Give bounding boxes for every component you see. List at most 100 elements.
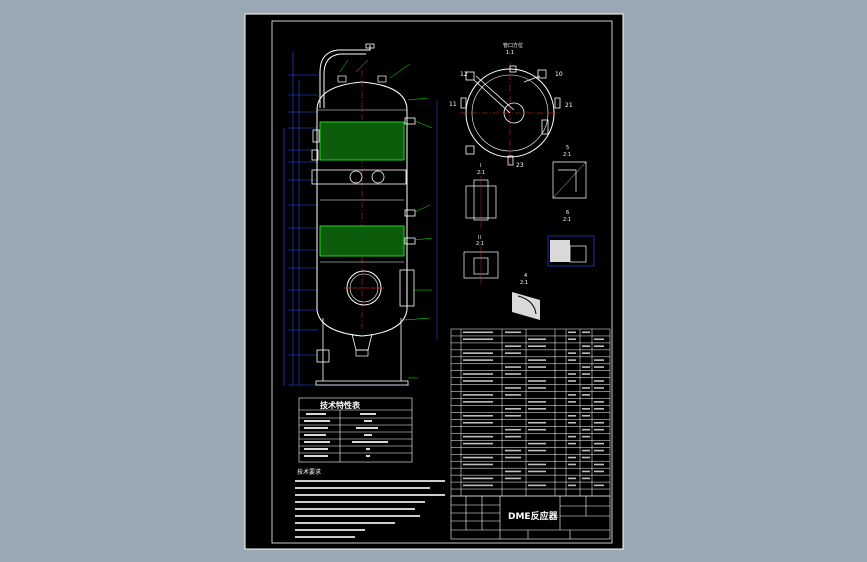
parts-list-cell-text [463, 435, 493, 438]
drawing-frame [271, 20, 613, 544]
parts-list-cell-text [568, 401, 576, 403]
parts-list-cell-text [463, 442, 493, 445]
parts-list-cell-text [582, 331, 590, 334]
detail-4 [512, 292, 540, 320]
parts-list-cell-text [582, 477, 590, 480]
parts-list-cell-text [582, 435, 590, 438]
parts-list-cell-text [582, 449, 590, 452]
nozzle-orientation-view [460, 63, 561, 166]
parts-list-cell-text [594, 345, 604, 347]
parts-list-cell-text [594, 380, 604, 382]
parts-list-cell-text [568, 477, 576, 480]
parts-list-cell-text [594, 484, 604, 487]
nozzle-label-10: 10 [555, 71, 563, 78]
parts-list-cell-text [463, 414, 493, 417]
parts-list-cell-text [463, 338, 493, 341]
detail-ii [463, 246, 499, 284]
parts-list-cell-text [582, 345, 590, 347]
parts-list-cell-text [568, 463, 576, 466]
parts-list-cell-text [594, 428, 604, 431]
parts-list-cell-text [528, 421, 546, 424]
parts-list-cell-text [594, 408, 604, 410]
detail-i-label: I [480, 163, 482, 169]
parts-list-cell-text [568, 421, 576, 424]
parts-list-cell-text [594, 387, 604, 389]
parts-list-cell-text [505, 394, 521, 396]
parts-list-cell-text [594, 442, 604, 445]
parts-list-cell-text [594, 366, 604, 368]
parts-list-cell-text [505, 456, 521, 459]
parts-list-cell-text [568, 359, 576, 361]
parts-list-cell-text [582, 394, 590, 396]
parts-list-cell-text [568, 331, 576, 334]
parts-list-cell-text [528, 366, 546, 368]
top-view-scale: 1:1 [506, 50, 515, 56]
nozzle-label-12: 12 [460, 71, 468, 78]
parts-list-cell-text [594, 359, 604, 361]
parts-list-cell-text [582, 373, 590, 375]
parts-list-cell-text [582, 387, 590, 389]
parts-list-cell-text [463, 352, 493, 354]
top-view-label: 管口方位 [503, 43, 524, 49]
parts-list-cell-text [568, 435, 576, 438]
parts-list-cell-text [528, 401, 546, 403]
detail-6-scale: 2:1 [563, 217, 572, 223]
parts-list-cell-text [505, 428, 521, 431]
technical-table-title: 技术特性表 [320, 401, 360, 410]
detail-i [465, 176, 497, 228]
drawing-title: DME反应器 [508, 512, 558, 522]
parts-list-cell-text [505, 331, 521, 334]
parts-list-cell-text [463, 331, 493, 334]
parts-list-cell-text [528, 463, 546, 466]
parts-list-cell-text [528, 338, 546, 341]
parts-list-cell-text [505, 387, 521, 389]
parts-list-cell-text [594, 449, 604, 452]
parts-list-cell-text [582, 470, 590, 473]
parts-list-cell-text [582, 428, 590, 431]
parts-list-cell-text [463, 484, 493, 487]
parts-list-cell-text [568, 352, 576, 354]
parts-list-cell-text [582, 366, 590, 368]
parts-list-cell-text [463, 373, 493, 375]
parts-list-cell-text [568, 414, 576, 417]
parts-list-cell-text [528, 442, 546, 445]
parts-list-cell-text [528, 387, 546, 389]
detail-6-label: 6 [566, 210, 570, 216]
parts-list-cell-text [568, 456, 576, 459]
detail-ii-scale: 2:1 [476, 241, 485, 247]
parts-list-cell-text [463, 421, 493, 424]
parts-list-cell-text [505, 414, 521, 417]
parts-list-cell-text [463, 456, 493, 459]
parts-list-cell-text [505, 345, 521, 347]
parts-list-cell-text [528, 359, 546, 361]
detail-i-scale: 2:1 [477, 170, 486, 176]
technical-data-table [298, 397, 413, 463]
parts-list-cell-text [505, 366, 521, 368]
parts-list-cell-text [594, 470, 604, 473]
parts-list-cell-text [528, 380, 546, 382]
parts-list-cell-text [505, 408, 521, 410]
parts-list-cell-text [505, 470, 521, 473]
parts-list-cell-text [528, 470, 546, 473]
detail-ii-label: II [478, 235, 481, 241]
parts-list-cell-text [582, 352, 590, 354]
parts-list-cell-text [528, 428, 546, 431]
parts-list-cell-text [463, 401, 493, 403]
parts-list-cell-text [582, 456, 590, 459]
nozzle-label-11: 11 [449, 101, 457, 108]
parts-list-cell-text [463, 463, 493, 466]
detail-5-label: 5 [566, 145, 570, 151]
parts-list-cell-text [568, 484, 576, 487]
parts-list-cell-text [528, 449, 546, 452]
parts-list-cell-text [568, 338, 576, 341]
parts-list-cell-text [463, 380, 493, 382]
parts-list-cell-text [463, 477, 493, 480]
detail-5-scale: 2:1 [563, 152, 572, 158]
detail-4-label: 4 [524, 273, 528, 279]
parts-list-cell-text [505, 435, 521, 438]
detail-6 [547, 235, 595, 267]
parts-list-cell-text [594, 463, 604, 466]
technical-notes-heading: 技术要求 [297, 469, 322, 476]
parts-list-cell-text [505, 352, 521, 354]
